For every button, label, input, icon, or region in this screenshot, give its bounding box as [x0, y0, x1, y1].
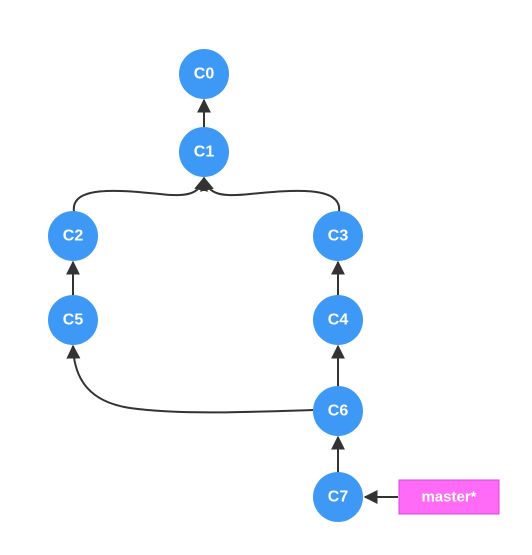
- commit-label: C7: [328, 489, 349, 506]
- commit-node-c7[interactable]: C7: [313, 472, 363, 522]
- commit-node-c3[interactable]: C3: [313, 211, 363, 261]
- commit-node-c4[interactable]: C4: [313, 295, 363, 345]
- commit-node-c2[interactable]: C2: [48, 211, 98, 261]
- branch-tag-box[interactable]: [398, 479, 500, 515]
- commit-label: C5: [63, 312, 84, 329]
- commit-label: C4: [328, 312, 349, 329]
- edges: [66, 98, 398, 504]
- commit-nodes: C0 C1 C2 C3 C5 C4: [48, 49, 363, 522]
- commit-node-c1[interactable]: C1: [179, 127, 229, 177]
- commit-circle[interactable]: [313, 472, 363, 522]
- edge-c3-to-c1: [200, 176, 341, 213]
- commit-circle[interactable]: [48, 211, 98, 261]
- branch-tag-label: master*: [421, 489, 476, 506]
- commit-node-c5[interactable]: C5: [48, 295, 98, 345]
- commit-circle[interactable]: [313, 386, 363, 436]
- commit-circle[interactable]: [179, 49, 229, 99]
- edge-c2-to-c1: [72, 176, 208, 213]
- commit-node-c6[interactable]: C6: [313, 386, 363, 436]
- commit-label: C6: [328, 403, 349, 420]
- commit-label: C1: [194, 144, 215, 161]
- edge-c6-to-c5: [66, 344, 314, 414]
- commit-circle[interactable]: [48, 295, 98, 345]
- commit-node-c0[interactable]: C0: [179, 49, 229, 99]
- commit-circle[interactable]: [313, 211, 363, 261]
- commit-label: C2: [63, 228, 84, 245]
- commit-circle[interactable]: [313, 295, 363, 345]
- branch-tag-master[interactable]: master*: [398, 479, 500, 515]
- commit-label: C3: [328, 228, 349, 245]
- commit-label: C0: [194, 66, 215, 83]
- commit-circle[interactable]: [179, 127, 229, 177]
